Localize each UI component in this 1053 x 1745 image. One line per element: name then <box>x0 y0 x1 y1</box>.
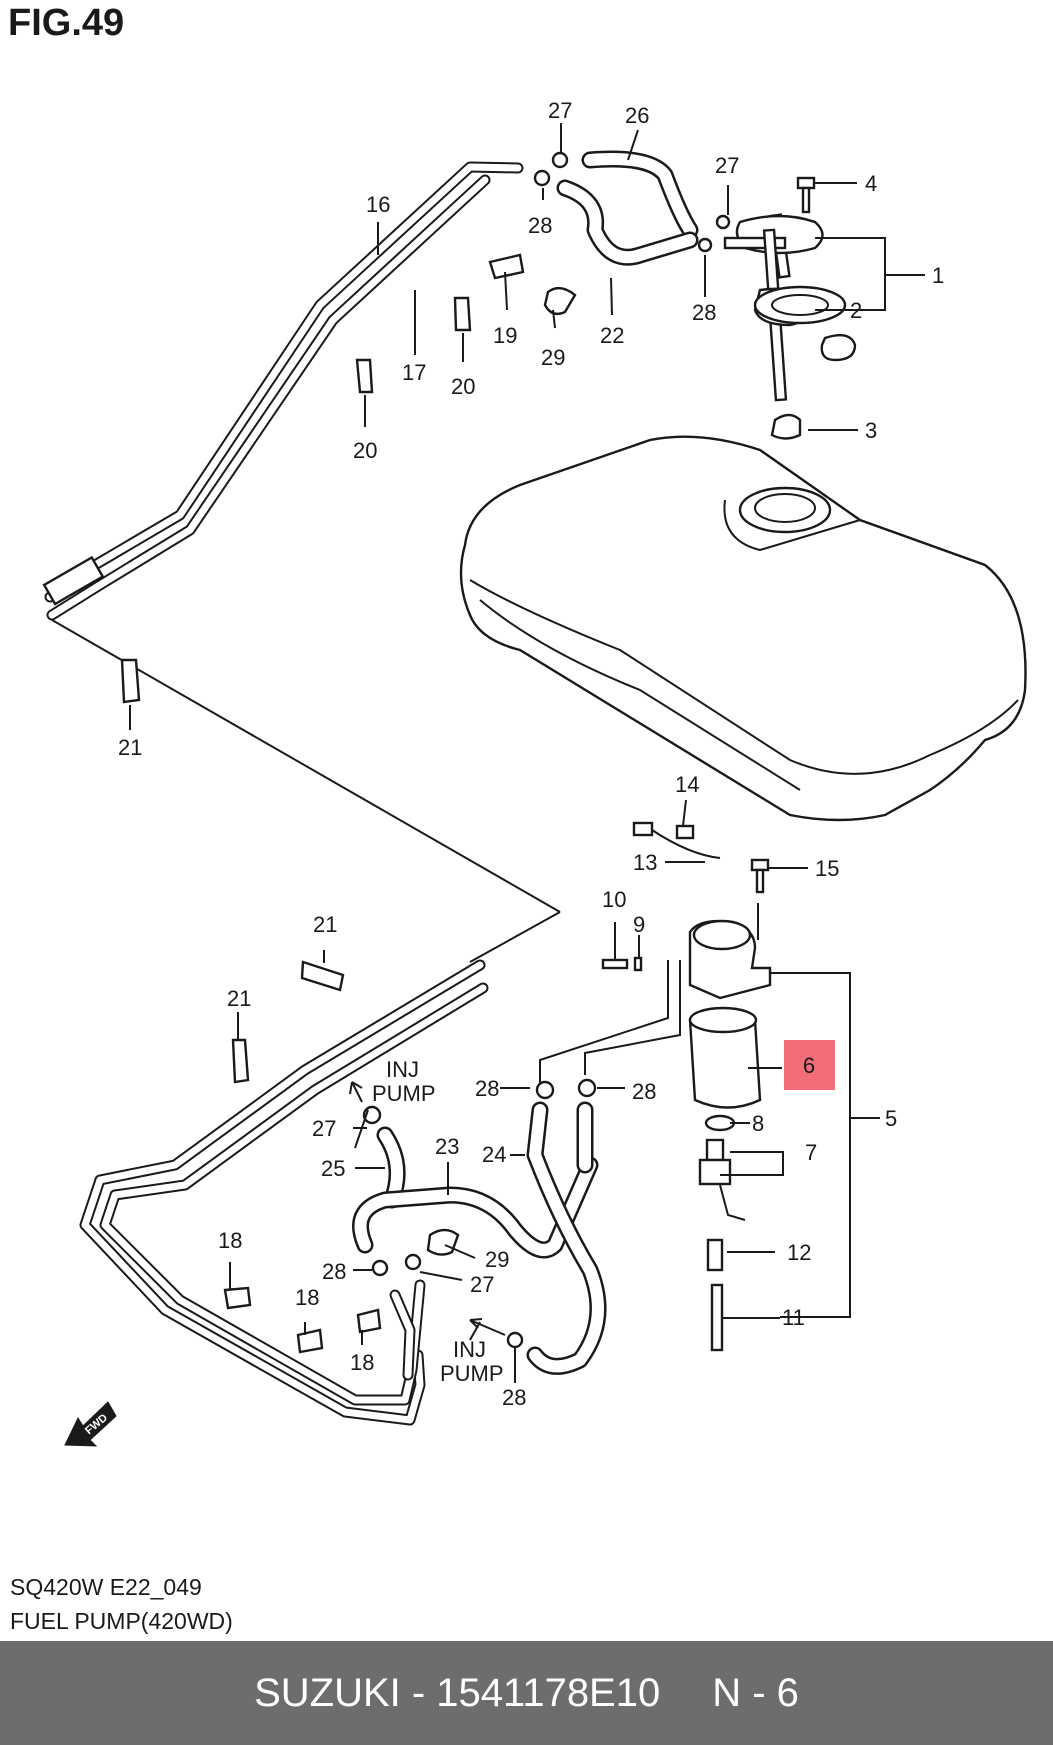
pump-label: PUMP <box>372 1081 436 1106</box>
figure-caption: FUEL PUMP(420WD) <box>10 1608 233 1634</box>
part-label-26: 26 <box>625 103 649 128</box>
fuel-pipe-upper <box>42 161 524 621</box>
part-label-28: 28 <box>322 1259 346 1284</box>
part-label-28: 28 <box>632 1079 656 1104</box>
inj-label: INJ <box>386 1057 419 1082</box>
inj-pump-annotations: INJ PUMP INJ PUMP <box>349 1057 506 1386</box>
part-label-11: 11 <box>782 1305 805 1330</box>
part-label-28: 28 <box>475 1076 499 1101</box>
part-label-18: 18 <box>218 1228 242 1253</box>
part-label-20: 20 <box>353 438 377 463</box>
part-label-16: 16 <box>366 192 390 217</box>
part-label-23: 23 <box>435 1134 459 1159</box>
part-label-25: 25 <box>321 1156 345 1181</box>
part-label-21: 21 <box>313 912 337 937</box>
clamps-upper <box>533 151 731 253</box>
fuel-pipe-lower <box>79 959 489 1426</box>
pump-assembly <box>723 176 857 440</box>
part-label-17: 17 <box>402 360 426 385</box>
part-label-29: 29 <box>541 345 565 370</box>
part-label-14: 14 <box>675 772 699 797</box>
highlighted-part-label: 6 <box>784 1040 835 1090</box>
part-label-22: 22 <box>600 323 624 348</box>
part-label-29: 29 <box>485 1247 509 1272</box>
part-label-18: 18 <box>350 1350 374 1375</box>
part-label-28: 28 <box>692 300 716 325</box>
hoses-upper <box>556 150 699 266</box>
filter-assembly <box>601 821 772 1352</box>
part-labels: 16 17 20 20 19 29 22 27 28 26 27 28 4 1 … <box>118 98 944 1410</box>
part-label-24: 24 <box>482 1142 506 1167</box>
footer-brand-part: SUZUKI - 1541178E10 <box>254 1670 661 1715</box>
part-label-20: 20 <box>451 374 475 399</box>
part-label-28: 28 <box>502 1385 526 1410</box>
part-label-12: 12 <box>787 1240 811 1265</box>
part-label-2: 2 <box>850 298 862 323</box>
clamps-lower <box>223 1078 597 1354</box>
part-label-13: 13 <box>633 850 657 875</box>
pump-label: PUMP <box>440 1361 504 1386</box>
part-label-27: 27 <box>715 153 739 178</box>
part-label-15: 15 <box>815 856 839 881</box>
fuel-tank <box>459 435 1027 822</box>
part-label-7: 7 <box>805 1140 817 1165</box>
part-label-19: 19 <box>493 323 517 348</box>
part-label-6: 6 <box>803 1053 815 1078</box>
clips <box>120 253 577 1084</box>
figure-code: SQ420W E22_049 <box>10 1574 202 1600</box>
hoses-lower <box>352 1101 607 1375</box>
leader-lines <box>129 123 925 1383</box>
inj-label: INJ <box>453 1337 486 1362</box>
part-label-27: 27 <box>470 1272 494 1297</box>
part-label-21: 21 <box>118 735 142 760</box>
exploded-parts-diagram: 16 17 20 20 19 29 22 27 28 26 27 28 4 1 … <box>42 98 1027 1447</box>
part-label-3: 3 <box>865 418 877 443</box>
part-label-8: 8 <box>752 1111 764 1136</box>
part-label-18: 18 <box>295 1285 319 1310</box>
footer-ref: N - 6 <box>712 1670 799 1715</box>
footer-bar: SUZUKI - 1541178E10 N - 6 <box>0 1641 1053 1745</box>
part-label-28: 28 <box>528 213 552 238</box>
part-label-9: 9 <box>633 912 645 937</box>
part-label-27: 27 <box>312 1116 336 1141</box>
part-label-21: 21 <box>227 986 251 1011</box>
fwd-arrow-icon: FWD <box>64 1401 117 1447</box>
part-label-4: 4 <box>865 171 877 196</box>
part-label-1: 1 <box>932 263 944 288</box>
part-label-27: 27 <box>548 98 572 123</box>
figure-title: FIG.49 <box>8 2 125 44</box>
part-label-5: 5 <box>885 1106 897 1131</box>
highlight-box <box>784 1040 835 1090</box>
part-label-10: 10 <box>602 887 626 912</box>
